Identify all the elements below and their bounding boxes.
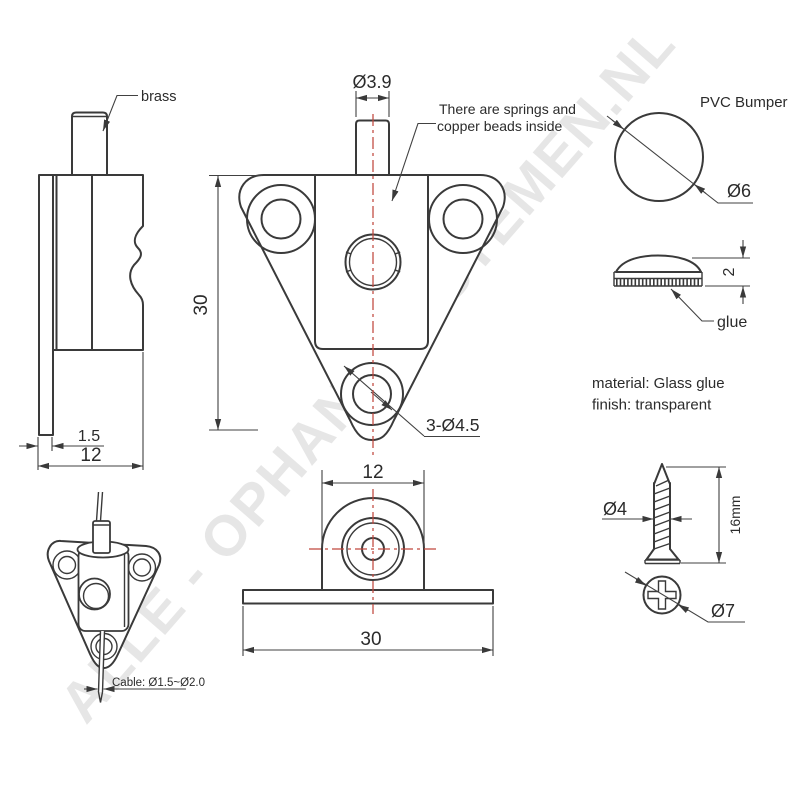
holes-leader-arrow2: [370, 391, 393, 411]
height-dim-text: 30: [191, 294, 212, 315]
boss-width-dim-text: 12: [362, 462, 383, 483]
screw-head-diameter-dim-text: Ø7: [711, 601, 735, 621]
bumper-diameter-leader: [606, 115, 753, 204]
side-view-brass-pin: [71, 111, 108, 176]
perspective-left-ear-hole: [57, 555, 77, 575]
screw-head-band: [644, 559, 681, 565]
thickness-dim-text: 1.5: [78, 428, 100, 445]
material-note: material: Glass glue: [592, 375, 725, 392]
screw-length-ext-lines: [666, 466, 726, 564]
bumper-title: PVC Bumper: [700, 94, 788, 111]
screw-head-circle: [642, 575, 682, 615]
front-right-ear-hole: [442, 198, 484, 240]
perspective-pin: [92, 520, 111, 554]
screw-head: [645, 548, 680, 561]
glue-leader-line: [670, 288, 714, 322]
brass-leader-line: [102, 94, 138, 132]
bumper-cap: [615, 254, 702, 273]
screw-head-view: Ø7: [624, 571, 745, 623]
pin-diameter-ext-lines: [355, 91, 390, 117]
screw-length-dim-text: 16mm: [727, 496, 743, 535]
front-bottom-hole-countersink: [340, 362, 404, 426]
bottom-view: 12 30: [242, 462, 494, 656]
holes-dim-text: 3-Ø4.5: [426, 415, 480, 435]
brass-label: brass: [141, 89, 176, 105]
front-center-block: [314, 174, 429, 350]
bottom-base-plate: [242, 589, 494, 605]
perspective-view: Cable: Ø1.5~Ø2.0: [46, 491, 205, 703]
perspective-hole-inner: [82, 582, 110, 610]
bumper-circle: [614, 112, 704, 202]
screw-threads: [653, 479, 671, 550]
bumper-side-view: 2 glue material: Glass glue finish: tran…: [592, 240, 750, 414]
screw-head-arrow-top: [634, 576, 647, 586]
front-left-ear-hole: [260, 198, 302, 240]
phillips-cross-icon: [647, 580, 677, 610]
perspective-hole: [78, 577, 111, 611]
pin-diameter-dim-text: Ø3.9: [352, 72, 391, 92]
bumper-height-dim-text: 2: [721, 267, 738, 276]
side-view-body: [38, 174, 144, 436]
cable-dim-label: Cable: Ø1.5~Ø2.0: [112, 677, 205, 689]
front-boss-notches: [345, 251, 401, 273]
base-width-dim-text: 30: [360, 629, 381, 650]
perspective-right-ear-hole: [132, 558, 152, 577]
side-view: brass 1.5 12: [19, 89, 176, 470]
perspective-cable-top: [95, 491, 104, 522]
bumper-thickness-ext-lines: [692, 257, 750, 287]
screw-head-arrow-bottom: [677, 604, 690, 614]
bumper-front-view: PVC Bumper Ø6: [606, 94, 788, 204]
screw-side-view: Ø4 16mm: [602, 463, 743, 565]
screw-head-diameter-leader: [624, 571, 745, 623]
bumper-diameter-arrow-bottom: [694, 183, 707, 194]
note-line-1: There are springs and: [439, 101, 576, 117]
glue-label: glue: [717, 314, 747, 331]
screw-diameter-dim-text: Ø4: [603, 499, 627, 519]
bumper-diameter-dim-text: Ø6: [727, 181, 751, 201]
note-line-2: copper beads inside: [437, 118, 563, 134]
width-dim-text: 12: [80, 445, 101, 466]
perspective-cable-bottom: [97, 630, 106, 703]
finish-note: finish: transparent: [592, 397, 712, 414]
bumper-diameter-arrow-top: [611, 119, 624, 130]
note-leader-line: [391, 122, 436, 202]
front-bottom-hole: [352, 374, 392, 414]
front-view: Ø3.9 There are springs and copper beads …: [191, 72, 576, 457]
screw-tip: [653, 463, 671, 484]
